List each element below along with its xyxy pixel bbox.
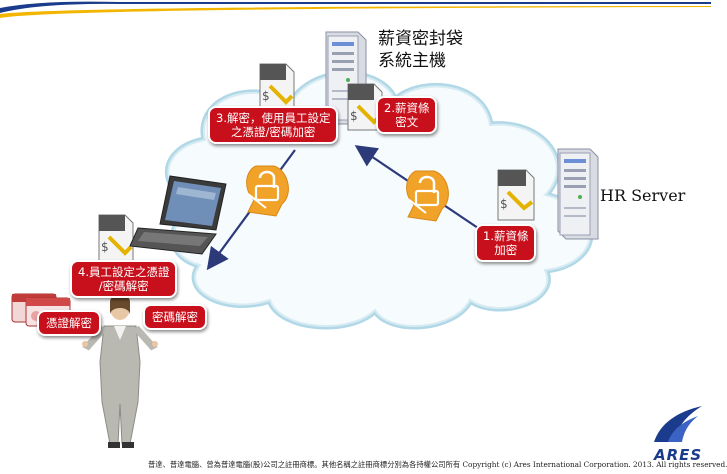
step-4-line2: /密碼解密 — [98, 279, 149, 293]
step-3-line1: 3.解密，使用員工設定 — [216, 111, 331, 125]
system-host-title-line2: 系統主機 — [378, 51, 446, 71]
copyright-footer: 普達、普達電腦、曾為普達電腦(股)公司之註冊商標。其他名稱之註冊商標分別為各持權… — [148, 460, 727, 469]
step-1-line2: 加密 — [494, 243, 518, 257]
system-host-title: 薪資密封袋 系統主機 — [378, 28, 463, 72]
cert-decrypt-badge: 憑證解密 — [37, 310, 101, 336]
system-host-title-line1: 薪資密封袋 — [378, 29, 463, 49]
payslip-document-icon: $ — [347, 83, 383, 131]
step-2-line1: 2.薪資條 — [384, 101, 430, 115]
step-2-line2: 密文 — [395, 115, 419, 129]
step-3-line2: 之憑證/密碼加密 — [231, 125, 316, 139]
hr-server-label: HR Server — [600, 186, 686, 205]
payslip-document-icon: $ — [98, 214, 134, 262]
top-banner — [0, 1, 711, 18]
server-hr-icon — [557, 148, 599, 240]
ares-logo-icon — [654, 406, 702, 442]
svg-text:$: $ — [500, 197, 508, 211]
svg-text:$: $ — [101, 240, 109, 254]
step-1-badge: 1.薪資條 加密 — [475, 224, 537, 262]
step-2-badge: 2.薪資條 密文 — [376, 96, 438, 134]
svg-text:$: $ — [262, 89, 270, 103]
svg-text:$: $ — [350, 109, 358, 123]
step-4-line1: 4.員工設定之憑證 — [78, 265, 170, 279]
lock-icon — [406, 170, 449, 222]
step-3-badge: 3.解密，使用員工設定 之憑證/密碼加密 — [208, 106, 339, 144]
payslip-document-icon: $ — [497, 169, 535, 221]
step-1-line1: 1.薪資條 — [483, 229, 529, 243]
ares-logo-text: ARES — [654, 446, 703, 464]
employee-figure — [82, 294, 158, 448]
lock-icon — [246, 165, 289, 217]
payslip-document-icon: $ — [259, 63, 295, 111]
laptop-icon — [129, 175, 227, 255]
step-4-badge: 4.員工設定之憑證 /密碼解密 — [70, 260, 178, 298]
password-decrypt-badge: 密碼解密 — [143, 304, 207, 330]
